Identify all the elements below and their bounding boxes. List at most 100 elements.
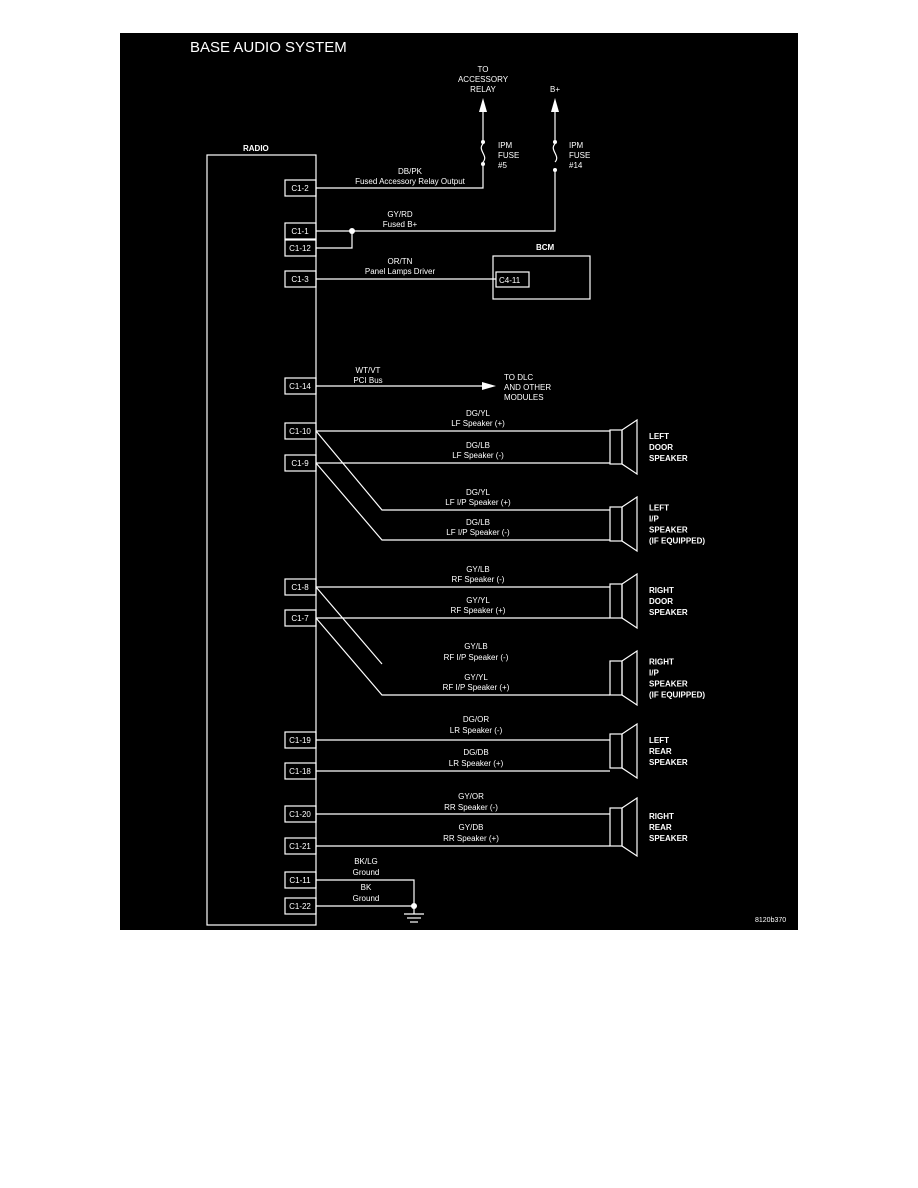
svg-text:RF Speaker (+): RF Speaker (+) xyxy=(451,606,506,615)
svg-text:DG/YL: DG/YL xyxy=(466,409,491,418)
svg-text:BK/LG: BK/LG xyxy=(354,857,378,866)
diagram-background xyxy=(120,33,798,930)
to-dlc-label: TO DLC AND OTHER MODULES xyxy=(504,373,551,402)
speaker-icon xyxy=(609,796,638,858)
svg-text:Fused B+: Fused B+ xyxy=(383,220,418,229)
svg-text:C1-8: C1-8 xyxy=(291,583,309,592)
fuse-14-label: IPM FUSE #14 xyxy=(569,141,590,170)
svg-text:IPM: IPM xyxy=(569,141,584,150)
svg-text:DG/OR: DG/OR xyxy=(463,715,489,724)
speaker-icon xyxy=(609,572,638,630)
svg-text:GY/RD: GY/RD xyxy=(387,210,413,219)
svg-text:DG/LB: DG/LB xyxy=(466,441,490,450)
svg-text:RIGHT: RIGHT xyxy=(649,812,674,821)
svg-text:GY/LB: GY/LB xyxy=(466,565,490,574)
ground-icon xyxy=(404,906,424,923)
arrow-up-icon xyxy=(551,98,559,140)
b-plus-label: B+ xyxy=(550,85,560,94)
svg-text:RF I/P Speaker (-): RF I/P Speaker (-) xyxy=(444,653,509,662)
svg-text:SPEAKER: SPEAKER xyxy=(649,526,688,535)
svg-text:C1-22: C1-22 xyxy=(289,902,311,911)
svg-text:#14: #14 xyxy=(569,161,583,170)
svg-text:BK: BK xyxy=(361,883,372,892)
svg-text:Panel Lamps Driver: Panel Lamps Driver xyxy=(365,267,436,276)
svg-text:REAR: REAR xyxy=(649,747,672,756)
fuse-5-label: IPM FUSE #5 xyxy=(498,141,519,170)
svg-text:TO: TO xyxy=(478,65,489,74)
pin-c1-12: C1-12 xyxy=(284,239,317,257)
wire-fused-b xyxy=(316,172,556,232)
pin-c1-1: C1-1 xyxy=(284,222,317,240)
bcm-label: BCM xyxy=(536,243,555,252)
speaker-label: LEFT REAR SPEAKER xyxy=(649,736,688,767)
svg-text:Fused Accessory Relay Output: Fused Accessory Relay Output xyxy=(355,177,466,186)
radio-module-box xyxy=(206,154,317,926)
pin-c1-20: C1-20 xyxy=(284,805,317,823)
svg-text:GY/LB: GY/LB xyxy=(464,642,488,651)
radio-label: RADIO xyxy=(243,144,269,153)
bcm-module-box xyxy=(492,255,591,300)
svg-text:I/P: I/P xyxy=(649,515,659,524)
svg-text:LF Speaker (+): LF Speaker (+) xyxy=(451,419,505,428)
svg-text:DOOR: DOOR xyxy=(649,597,673,606)
svg-text:LEFT: LEFT xyxy=(649,504,669,513)
splice-dot xyxy=(349,228,355,234)
svg-text:FUSE: FUSE xyxy=(498,151,519,160)
svg-text:C1-21: C1-21 xyxy=(289,842,311,851)
svg-text:AND OTHER: AND OTHER xyxy=(504,383,551,392)
speaker-icon xyxy=(609,722,638,780)
speaker-icon xyxy=(609,495,638,553)
pin-c1-11: C1-11 xyxy=(284,871,317,889)
svg-text:DB/PK: DB/PK xyxy=(398,167,423,176)
accessory-relay-label: TO ACCESSORY RELAY xyxy=(458,65,509,94)
figure-id: 8120b370 xyxy=(755,917,786,924)
svg-text:SPEAKER: SPEAKER xyxy=(649,680,688,689)
pin-c1-19: C1-19 xyxy=(284,731,317,749)
svg-text:Ground: Ground xyxy=(353,894,380,903)
svg-text:IPM: IPM xyxy=(498,141,513,150)
svg-text:SPEAKER: SPEAKER xyxy=(649,758,688,767)
wire-rf-ip-neg-stub xyxy=(315,586,383,665)
svg-text:LF I/P Speaker (-): LF I/P Speaker (-) xyxy=(446,528,510,537)
diagram-title: BASE AUDIO SYSTEM xyxy=(190,39,347,56)
svg-text:RIGHT: RIGHT xyxy=(649,658,674,667)
wire-label: GY/LB RF I/P Speaker (-) xyxy=(444,642,509,662)
svg-text:LEFT: LEFT xyxy=(649,736,669,745)
svg-text:GY/OR: GY/OR xyxy=(458,792,484,801)
speaker-icon xyxy=(609,418,638,476)
svg-text:C1-18: C1-18 xyxy=(289,767,311,776)
svg-text:#5: #5 xyxy=(498,161,507,170)
svg-text:DOOR: DOOR xyxy=(649,443,673,452)
svg-text:TO DLC: TO DLC xyxy=(504,373,533,382)
pin-c1-22: C1-22 xyxy=(284,897,317,915)
svg-text:C1-19: C1-19 xyxy=(289,736,311,745)
svg-text:RELAY: RELAY xyxy=(470,85,496,94)
svg-text:ACCESSORY: ACCESSORY xyxy=(458,75,509,84)
pin-c1-10: C1-10 xyxy=(284,422,317,440)
svg-text:RF I/P Speaker (+): RF I/P Speaker (+) xyxy=(443,683,510,692)
svg-text:DG/LB: DG/LB xyxy=(466,518,490,527)
svg-text:Ground: Ground xyxy=(353,868,380,877)
svg-text:LF I/P Speaker (+): LF I/P Speaker (+) xyxy=(445,498,511,507)
svg-text:WT/VT: WT/VT xyxy=(356,366,381,375)
svg-text:C1-10: C1-10 xyxy=(289,427,311,436)
svg-text:GY/YL: GY/YL xyxy=(464,673,488,682)
svg-text:DG/YL: DG/YL xyxy=(466,488,491,497)
wire-label: BK/LG Ground xyxy=(353,857,380,877)
svg-text:RR Speaker (+): RR Speaker (+) xyxy=(443,834,499,843)
